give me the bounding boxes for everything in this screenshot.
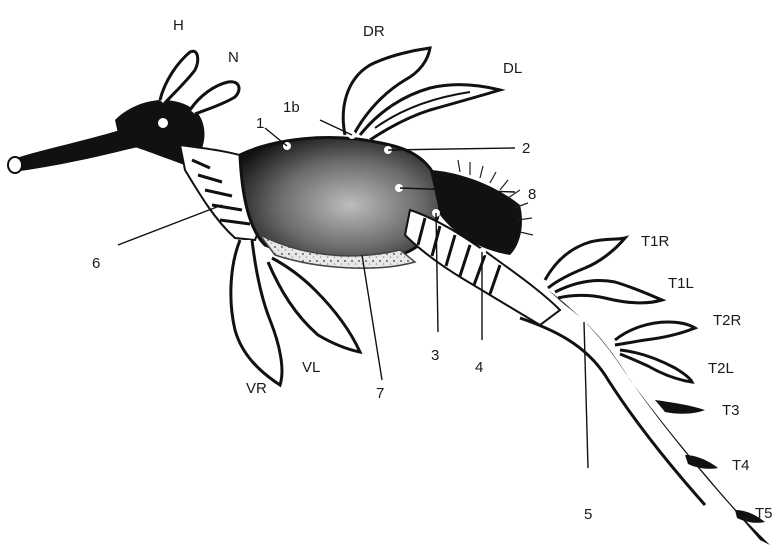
label-t3: T3 bbox=[722, 402, 740, 419]
appendage-t3 bbox=[655, 400, 705, 414]
label-t5: T5 bbox=[755, 505, 773, 522]
label-t2l: T2L bbox=[708, 360, 734, 377]
label-1: 1 bbox=[256, 115, 264, 132]
appendage-n bbox=[190, 82, 239, 114]
label-h: H bbox=[173, 17, 184, 34]
appendage-t2l bbox=[620, 350, 692, 382]
label-5: 5 bbox=[584, 506, 592, 523]
appendage-vl bbox=[268, 258, 360, 352]
label-6: 6 bbox=[92, 255, 100, 272]
label-2: 2 bbox=[522, 140, 530, 157]
label-vl: VL bbox=[302, 359, 320, 376]
label-7: 7 bbox=[376, 385, 384, 402]
appendage-t4 bbox=[685, 455, 718, 469]
appendage-t1l bbox=[555, 280, 662, 302]
label-4: 4 bbox=[475, 359, 483, 376]
label-3: 3 bbox=[431, 347, 439, 364]
label-dl: DL bbox=[503, 60, 522, 77]
eye-icon bbox=[158, 118, 168, 128]
snout-tip bbox=[8, 157, 22, 173]
label-t1l: T1L bbox=[668, 275, 694, 292]
appendage-t2r bbox=[615, 322, 695, 345]
appendage-h bbox=[160, 51, 198, 104]
label-t1r: T1R bbox=[641, 233, 670, 250]
label-t2r: T2R bbox=[713, 312, 742, 329]
label-vr: VR bbox=[246, 380, 267, 397]
label-dr: DR bbox=[363, 23, 385, 40]
label-t4: T4 bbox=[732, 457, 750, 474]
label-n: N bbox=[228, 49, 239, 66]
label-1b: 1b bbox=[283, 99, 300, 116]
label-8: 8 bbox=[528, 186, 536, 203]
